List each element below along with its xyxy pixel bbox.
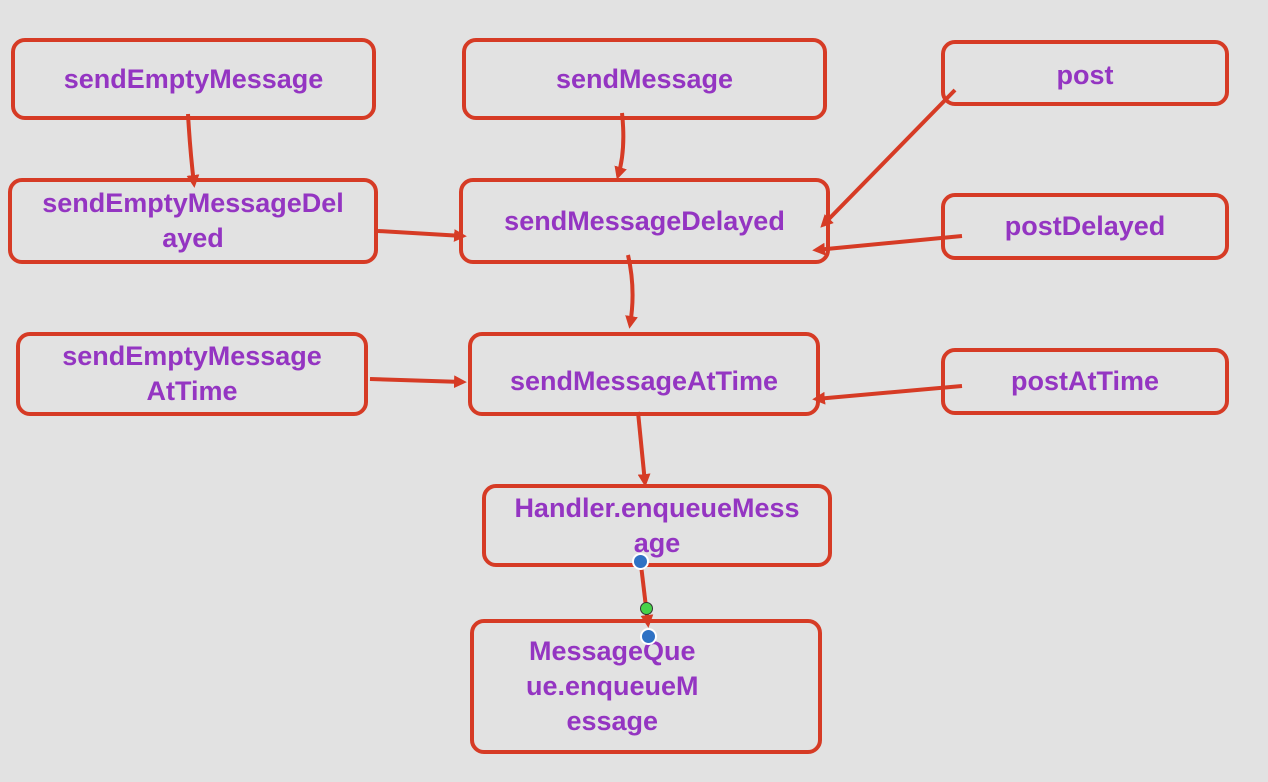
node-label: Handler.enqueueMess age	[514, 492, 800, 558]
connection-handle-end[interactable]	[640, 628, 657, 645]
node-messageQueueEnqueueMessage[interactable]: MessageQue ue.enqueueM essage	[470, 619, 822, 754]
edge-sendMessage-to-sendMessageDelayed[interactable]	[614, 112, 627, 180]
node-label: postAtTime	[1010, 366, 1159, 396]
edge-post-to-sendMessageDelayed[interactable]	[820, 88, 957, 228]
edge-sendEmptyMessage-to-sendEmptyMessageDelayed[interactable]	[186, 113, 200, 188]
node-sendEmptyMessage[interactable]: sendEmptyMessage	[11, 38, 376, 120]
connection-handle-start[interactable]	[632, 553, 649, 570]
edge-sendMessageDelayed-to-sendMessageAtTime[interactable]	[625, 254, 638, 329]
node-sendMessage[interactable]: sendMessage	[462, 38, 827, 120]
node-sendEmptyMessageAtTime[interactable]: sendEmptyMessage AtTime	[16, 332, 368, 416]
edge-postAtTime-to-sendMessageAtTime[interactable]	[812, 384, 963, 405]
node-sendMessageDelayed[interactable]: sendMessageDelayed	[459, 178, 830, 264]
edge-postDelayed-to-sendMessageDelayed[interactable]	[812, 234, 963, 256]
node-label: sendEmptyMessageDel ayed	[42, 188, 344, 253]
node-post[interactable]: post	[941, 40, 1229, 106]
node-label: sendMessageAtTime	[509, 366, 779, 396]
edge-midpoint-handle[interactable]	[640, 602, 653, 615]
node-handlerEnqueueMessage[interactable]: Handler.enqueueMess age	[482, 484, 832, 567]
edge-sendEmptyMessageAtTime-to-sendMessageAtTime[interactable]	[369, 375, 467, 389]
node-label: post	[1056, 60, 1114, 90]
node-postAtTime[interactable]: postAtTime	[941, 348, 1229, 415]
node-sendEmptyMessageDelayed[interactable]: sendEmptyMessageDel ayed	[8, 178, 378, 264]
node-label: MessageQue ue.enqueueM essage	[526, 636, 699, 736]
edge-sendMessageAtTime-to-handlerEnqueueMessage[interactable]	[636, 411, 651, 487]
node-sendMessageAtTime[interactable]: sendMessageAtTime	[468, 332, 820, 416]
node-label: sendEmptyMessage AtTime	[62, 341, 322, 406]
node-label: sendEmptyMessage	[63, 63, 324, 94]
node-label: postDelayed	[1004, 211, 1166, 241]
node-label: sendMessageDelayed	[504, 206, 785, 236]
node-label: sendMessage	[555, 63, 734, 94]
node-postDelayed[interactable]: postDelayed	[941, 193, 1229, 260]
edge-sendEmptyMessageDelayed-to-sendMessageDelayed[interactable]	[377, 229, 467, 242]
edge-handlerEnqueueMessage-to-messageQueueEnqueueMessage[interactable]	[639, 564, 654, 628]
